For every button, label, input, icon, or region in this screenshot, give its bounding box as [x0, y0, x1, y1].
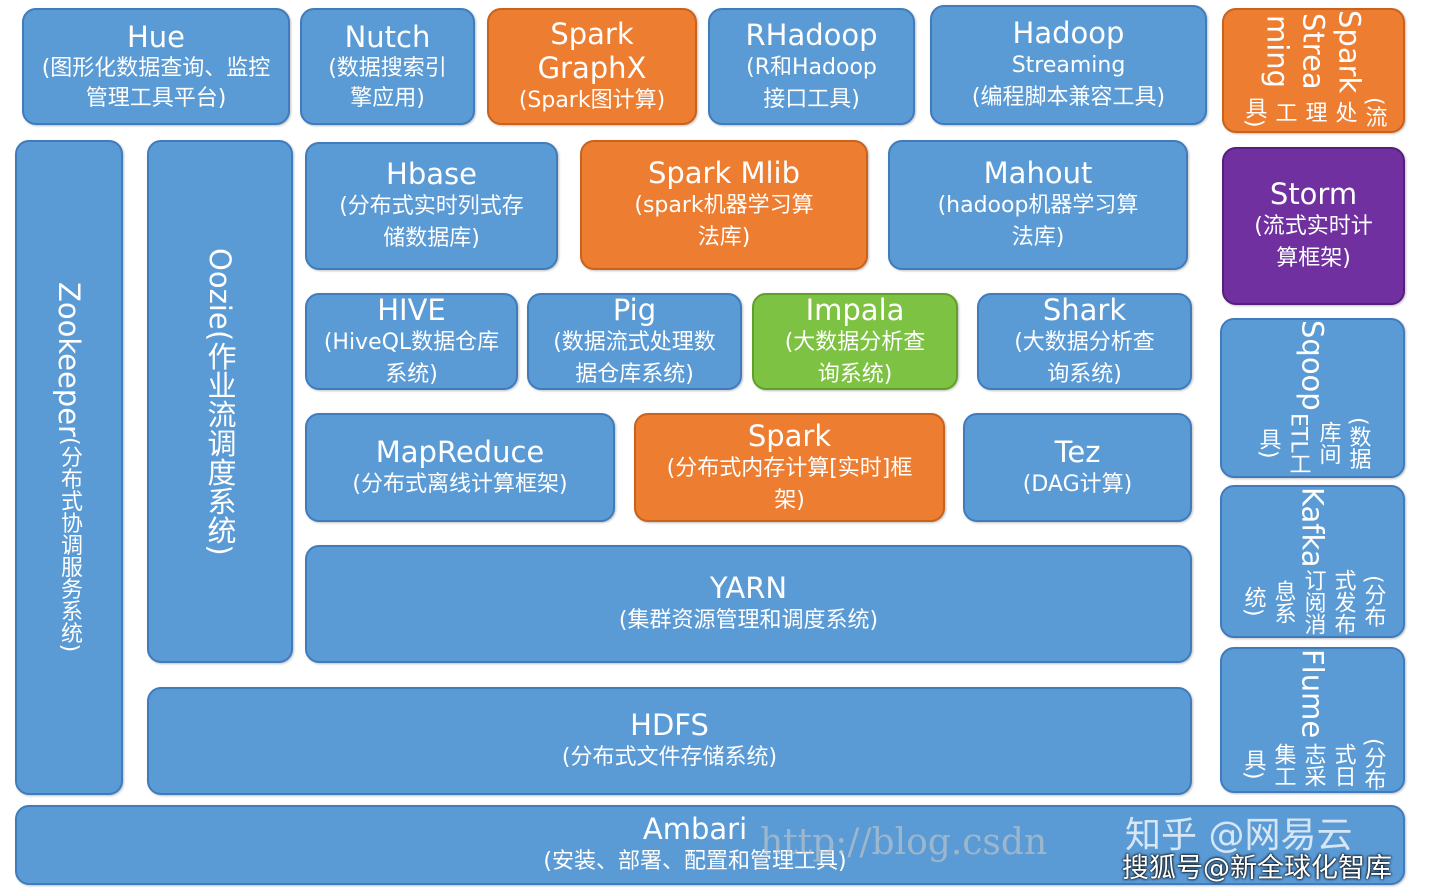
pig-box: Pig(数据流式处理数据仓库系统) [527, 293, 742, 390]
shark-title: Shark [1042, 293, 1127, 327]
hive-title: HIVE [377, 293, 446, 327]
mapreduce-box: MapReduce(分布式离线计算框架) [305, 413, 615, 522]
mahout-title: Mahout [983, 156, 1093, 190]
yarn-title: YARN [709, 571, 788, 605]
spark-mlib-box: Spark Mlib(spark机器学习算法库) [580, 140, 868, 270]
pig-sub: (数据流式处理数据仓库系统) [553, 329, 716, 387]
hdfs-sub: (分布式文件存储系统) [561, 745, 778, 770]
oozie-box: Oozie(作业流调度系统) [147, 140, 293, 663]
zhihu-watermark: 知乎 @网易云 [1125, 815, 1353, 856]
hive-sub: (HiveQL数据仓库系统) [323, 329, 500, 387]
tez-sub: (DAG计算) [1022, 471, 1133, 497]
impala-box: Impala(大数据分析查询系统) [752, 293, 958, 390]
spark-graphx-box: Spark GraphX(Spark图计算) [487, 8, 697, 125]
zookeeper-box: Zookeeper(分布式协调服务系统) [15, 140, 123, 795]
pig-title: Pig [612, 293, 657, 327]
hbase-title: Hbase [386, 157, 477, 191]
kafka-box: Kafka(分布式发布订阅消息系统) [1220, 485, 1405, 638]
flume-box: Flume(分布式日志采集工具) [1220, 647, 1405, 793]
hbase-box: Hbase(分布式实时列式存储数据库) [305, 142, 558, 270]
yarn-sub: (集群资源管理和调度系统) [618, 608, 879, 633]
sqoop-title: Sqoop [1295, 320, 1330, 411]
yarn-box: YARN (集群资源管理和调度系统) [305, 545, 1192, 663]
kafka-title: Kafka [1295, 487, 1330, 568]
streaming-sub: (编程脚本兼容工具) [971, 85, 1166, 110]
graphx-sub: (Spark图计算) [518, 87, 666, 113]
sqoop-box: Sqoop(数据库间ETL工具) [1220, 318, 1405, 478]
mahout-sub: (hadoop机器学习算法库) [937, 193, 1139, 250]
hdfs-box: HDFS (分布式文件存储系统) [147, 687, 1192, 795]
zookeeper-sub: (分布式协调服务系统) [57, 437, 82, 653]
storm-box: Storm(流式实时计算框架) [1222, 147, 1405, 305]
oozie-title: Oozie [203, 247, 237, 330]
mlib-sub: (spark机器学习算法库) [634, 193, 814, 250]
mahout-box: Mahout(hadoop机器学习算法库) [888, 140, 1188, 270]
hdfs-title: HDFS [630, 708, 709, 742]
sqoop-sub: (数据库间ETL工具) [1255, 412, 1371, 475]
spark-streaming-box: Spark Strea ming(流处理工具) [1222, 8, 1405, 133]
ambari-box: Ambari (安装、部署、配置和管理工具) [15, 805, 1405, 885]
hue-box: Hue(图形化数据查询、监控管理工具平台) [22, 8, 290, 125]
sparkstreaming-title: Spark Strea ming [1260, 10, 1367, 94]
impala-sub: (大数据分析查询系统) [784, 329, 926, 387]
rhadoop-sub: (R和Hadoop接口工具) [746, 54, 877, 112]
mapreduce-title: MapReduce [375, 434, 545, 469]
shark-sub: (大数据分析查询系统) [1014, 329, 1155, 387]
flume-title: Flume [1295, 649, 1330, 739]
spark-title: Spark [747, 418, 832, 453]
tez-box: Tez(DAG计算) [963, 413, 1192, 522]
kafka-sub: (分布式发布订阅消息系统) [1240, 568, 1386, 635]
zookeeper-title: Zookeeper [52, 282, 86, 438]
mapreduce-sub: (分布式离线计算框架) [352, 471, 568, 497]
spark-sub: (分布式内存计算[实时]框架) [666, 455, 913, 513]
nutch-title: Nutch [344, 19, 431, 54]
csdn-watermark: http://blog.csdn [760, 822, 1048, 863]
storm-title: Storm [1269, 177, 1358, 211]
streaming-title2: Streaming [1011, 53, 1126, 78]
rhadoop-box: RHadoop(R和Hadoop接口工具) [708, 8, 915, 125]
mlib-title: Spark Mlib [647, 156, 801, 190]
nutch-sub: (数据搜索引擎应用) [328, 55, 447, 111]
tez-title: Tez [1054, 434, 1101, 469]
spark-box: Spark(分布式内存计算[实时]框架) [634, 413, 945, 522]
ambari-title: Ambari [642, 812, 748, 846]
ambari-sub: (安装、部署、配置和管理工具) [543, 849, 847, 874]
flume-sub: (分布式日志采集工具) [1240, 738, 1386, 791]
hive-box: HIVE(HiveQL数据仓库系统) [305, 293, 518, 390]
nutch-box: Nutch(数据搜索引擎应用) [300, 8, 475, 125]
storm-sub: (流式实时计算框架) [1254, 214, 1373, 271]
oozie-sub: (作业流调度系统) [203, 329, 237, 556]
hue-title: Hue [126, 19, 186, 54]
streaming-title: Hadoop [1012, 16, 1125, 50]
graphx-title: Spark GraphX [537, 16, 647, 85]
impala-title: Impala [805, 293, 905, 327]
hbase-sub: (分布式实时列式存储数据库) [339, 194, 524, 251]
shark-box: Shark(大数据分析查询系统) [977, 293, 1192, 390]
rhadoop-title: RHadoop [745, 17, 878, 52]
hue-sub: (图形化数据查询、监控管理工具平台) [41, 55, 271, 111]
sohu-watermark: 搜狐号@新全球化智库 [1122, 853, 1392, 884]
sparkstreaming-sub: (流处理工具) [1241, 96, 1387, 128]
